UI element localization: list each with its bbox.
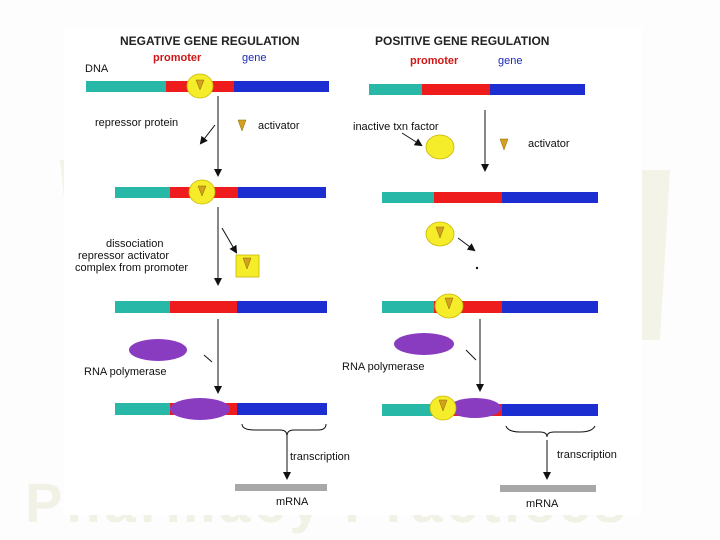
positive-gene-label: gene: [498, 55, 522, 67]
negative-rna-polymerase-icon: [129, 339, 187, 361]
positive-activator-bound-icon: [429, 395, 457, 421]
gene-regulation-diagram: NEGATIVE GENE REGULATION promoter gene D…: [75, 34, 617, 510]
positive-rnap-label: RNA polymerase: [342, 361, 425, 373]
negative-rnap-label: RNA polymerase: [84, 366, 167, 378]
negative-mrna-bar: [235, 484, 327, 491]
negative-dna-strand-3: [115, 301, 327, 313]
positive-activator-label: activator: [528, 138, 570, 150]
negative-transcription-brace: [241, 423, 327, 437]
negative-dna-strand-2: [115, 187, 326, 198]
positive-mrna-label: mRNA: [526, 498, 559, 510]
positive-arrow-3b: [465, 349, 477, 361]
negative-title: NEGATIVE GENE REGULATION: [120, 34, 300, 48]
negative-repressor-label: repressor protein: [95, 117, 178, 129]
negative-transcription-label: transcription: [290, 451, 350, 463]
positive-arrow-1b: [401, 132, 423, 147]
diagram-panel: NEGATIVE GENE REGULATION promoter gene D…: [64, 28, 642, 515]
positive-dna-strand-2: [382, 192, 598, 203]
positive-rna-polymerase-icon: [394, 333, 454, 355]
positive-dna-strand-1: [369, 84, 585, 95]
bound-activator-icon: [434, 293, 464, 319]
positive-mrna-bar: [500, 485, 596, 492]
negative-gene-label: gene: [242, 52, 266, 64]
positive-inactive-label: inactive txn factor: [353, 121, 439, 133]
negative-promoter-label: promoter: [153, 52, 202, 64]
positive-arrow-dot: [475, 266, 479, 270]
repressor-activator-complex-icon: [188, 179, 216, 205]
inactive-txn-factor-icon: [425, 134, 455, 160]
positive-transcription-brace: [505, 425, 596, 438]
negative-arrow-3b: [203, 354, 213, 363]
negative-activator-icon: [237, 119, 247, 132]
negative-arrow-1b: [199, 124, 216, 145]
positive-promoter-label: promoter: [410, 55, 459, 67]
negative-activator-label: activator: [258, 120, 300, 132]
repressor-protein-bound-icon: [186, 73, 214, 99]
negative-rnap-bound-icon: [170, 398, 230, 420]
dissociated-complex-icon: [235, 254, 260, 278]
negative-dissociation-label-1: dissociation: [106, 238, 163, 250]
positive-title: POSITIVE GENE REGULATION: [375, 34, 549, 48]
activated-txn-factor-icon: [425, 221, 455, 247]
negative-mrna-label: mRNA: [276, 496, 309, 508]
negative-arrow-2b: [221, 227, 238, 254]
negative-dna-label: DNA: [85, 63, 109, 75]
negative-dissociation-label-2: repressor activator: [78, 250, 169, 262]
positive-dna-strand-3: [382, 301, 598, 313]
positive-rnap-bound-icon: [449, 398, 501, 418]
positive-activator-icon: [499, 138, 509, 151]
positive-transcription-label: transcription: [557, 449, 617, 461]
negative-dissociation-label-3: complex from promoter: [75, 262, 188, 274]
positive-arrow-2: [457, 237, 476, 252]
